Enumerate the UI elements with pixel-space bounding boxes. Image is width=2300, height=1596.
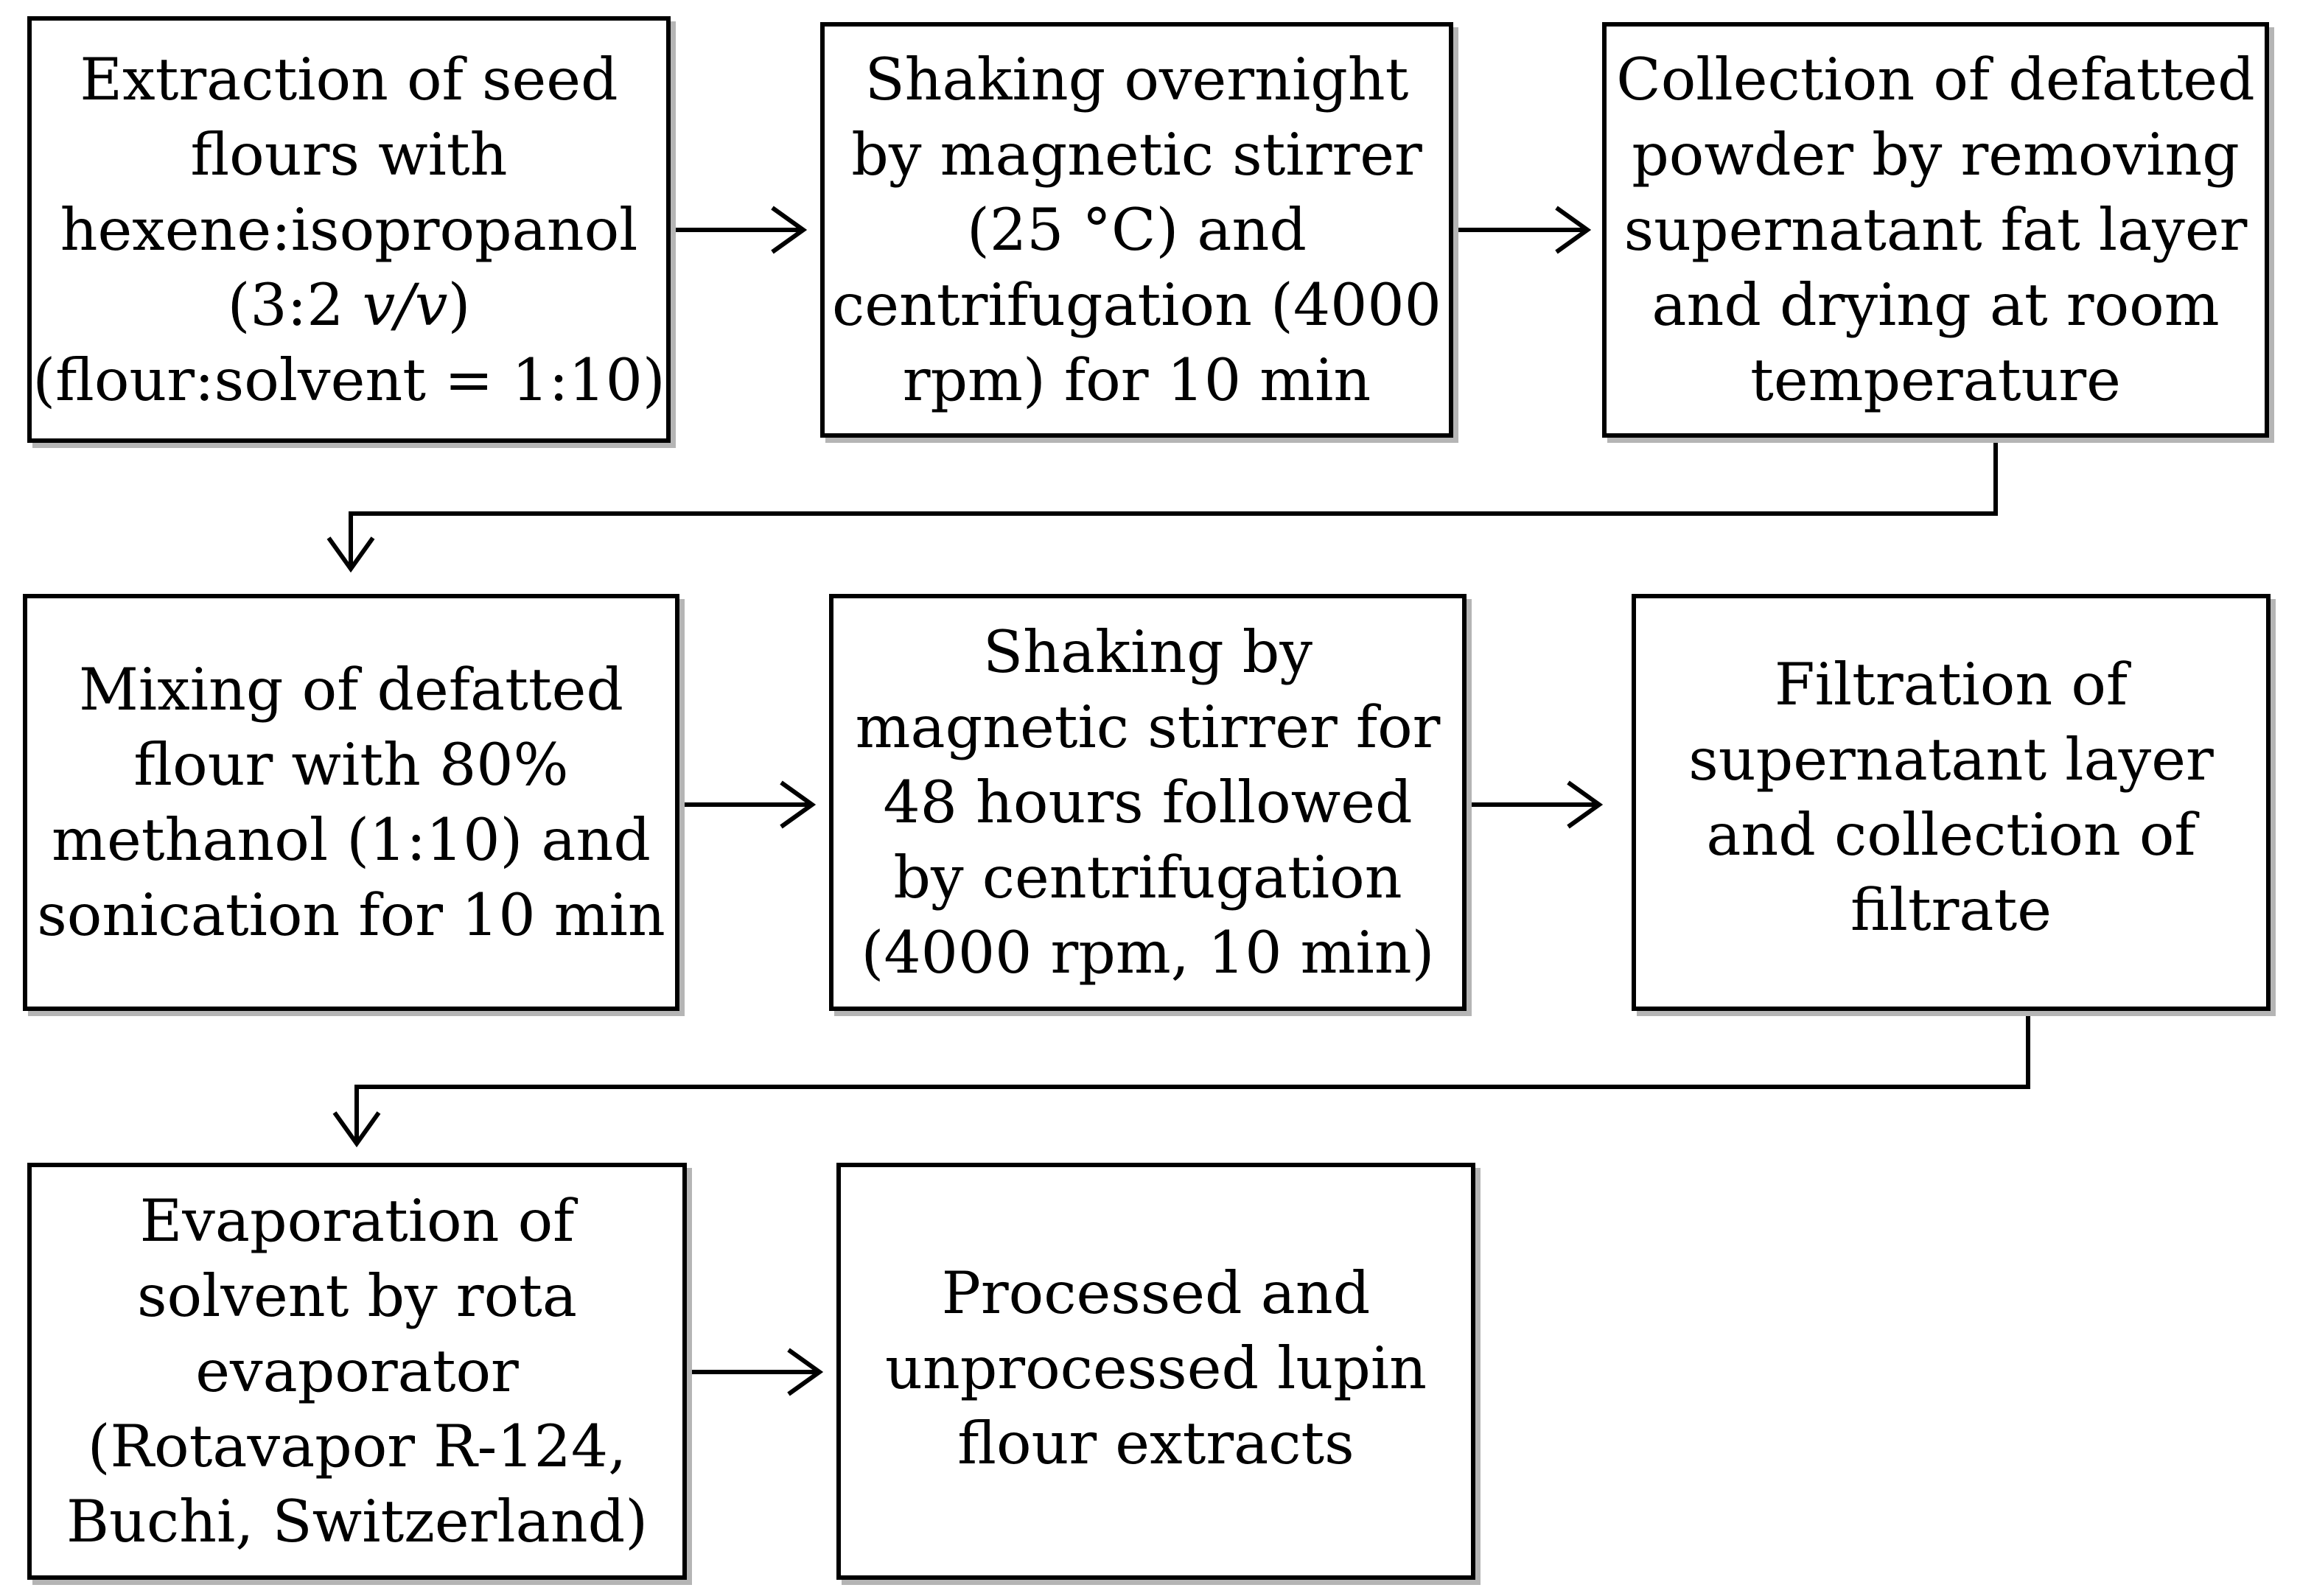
step-collection-line-1: Collection of defatted: [1616, 46, 2255, 113]
step-shaking-48h: Shaking by magnetic stirrer for 48 hours…: [829, 594, 1467, 1011]
ratio-unit: v/v: [362, 270, 448, 339]
step-filtration-line-3: and collection of: [1706, 801, 2196, 869]
step-evaporation-line-2: solvent by rota: [137, 1262, 577, 1330]
step-shaking-48h-line-5: (4000 rpm, 10 min): [861, 919, 1435, 987]
step-extracts-line-1: Processed and: [941, 1259, 1371, 1327]
step-shaking-overnight-line-2: by magnetic stirrer: [851, 121, 1422, 189]
arrow-mixing-to-shaking-48h: [679, 780, 817, 829]
step-filtration-line-1: Filtration of: [1774, 651, 2128, 718]
step-evaporation-line-5: Buchi, Switzerland): [66, 1488, 649, 1555]
step-shaking-48h-line-3: 48 hours followed: [883, 769, 1413, 836]
step-evaporation-line-1: Evaporation of: [139, 1187, 575, 1255]
step-evaporation-line-3: evaporator: [195, 1337, 519, 1405]
step-collection-line-4: and drying at room: [1651, 271, 2220, 339]
arrow-shaking-overnight-to-collection: [1453, 206, 1592, 254]
step-mixing-line-4: sonication for 10 min: [37, 881, 665, 949]
arrow-evaporation-to-extracts: [687, 1348, 824, 1396]
step-shaking-overnight-line-1: Shaking overnight: [864, 46, 1409, 113]
step-mixing-methanol: Mixing of defatted flour with 80% methan…: [23, 594, 679, 1011]
arrow-collection-to-mixing: [326, 438, 1998, 573]
step-shaking-48h-line-2: magnetic stirrer for: [855, 693, 1441, 761]
step-mixing-line-3: methanol (1:10) and: [52, 806, 651, 874]
step-collection-defatted: Collection of defatted powder by removin…: [1602, 22, 2269, 438]
step-extraction: Extraction of seed flours with hexene:is…: [27, 16, 671, 443]
step-extraction-line-4: (3:2 v/v): [228, 267, 471, 343]
step-extracts-line-3: flour extracts: [957, 1410, 1355, 1477]
step-shaking-overnight-line-3: (25 °C) and: [967, 196, 1307, 264]
step-collection-line-3: supernatant fat layer: [1623, 196, 2248, 264]
step-extracts-line-2: unprocessed lupin: [884, 1334, 1427, 1402]
step-filtration-line-2: supernatant layer: [1688, 726, 2214, 794]
step-extraction-line-2: flours with: [190, 120, 508, 189]
arrow-filtration-to-evaporation: [332, 1011, 2030, 1148]
step-mixing-line-1: Mixing of defatted: [79, 656, 623, 724]
step-shaking-overnight-line-4: centrifugation (4000: [832, 271, 1441, 339]
arrow-extraction-to-shaking-overnight: [671, 206, 808, 254]
step-shaking-overnight-line-5: rpm) for 10 min: [902, 346, 1371, 414]
step-shaking-48h-line-4: by centrifugation: [893, 844, 1402, 911]
step-extracts: Processed and unprocessed lupin flour ex…: [836, 1163, 1475, 1580]
step-evaporation: Evaporation of solvent by rota evaporato…: [27, 1163, 687, 1580]
step-extraction-line-5: (flour:solvent = 1:10): [32, 346, 665, 414]
step-mixing-line-2: flour with 80%: [133, 731, 569, 799]
arrow-shaking-48h-to-filtration: [1467, 780, 1604, 829]
ratio-close: ): [447, 270, 471, 339]
step-evaporation-line-4: (Rotavapor R-124,: [87, 1413, 627, 1480]
step-collection-line-2: powder by removing: [1632, 121, 2240, 189]
step-filtration: Filtration of supernatant layer and coll…: [1632, 594, 2271, 1011]
step-collection-line-5: temperature: [1750, 346, 2121, 414]
step-shaking-48h-line-1: Shaking by: [983, 618, 1312, 686]
step-extraction-line-3: hexene:isopropanol: [60, 195, 638, 264]
step-extraction-line-1: Extraction of seed: [80, 45, 618, 113]
step-filtration-line-4: filtrate: [1850, 876, 2052, 944]
ratio-text: (3:2: [227, 270, 363, 339]
step-shaking-overnight: Shaking overnight by magnetic stirrer (2…: [820, 22, 1453, 438]
